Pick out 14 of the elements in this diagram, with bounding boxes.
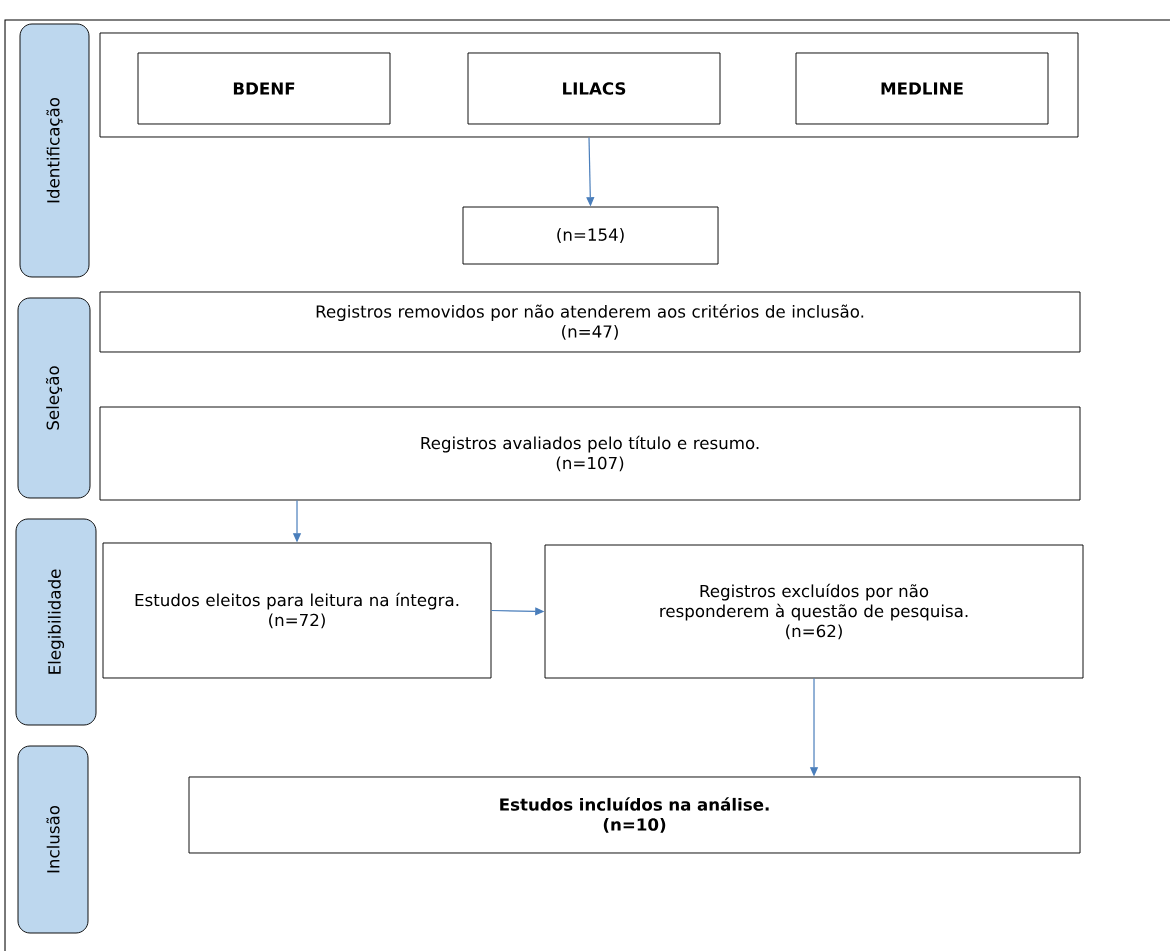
stage-label: Elegibilidade <box>15 518 97 726</box>
process-box: Estudos eleitos para leitura na íntegra. (n=72) <box>102 542 492 679</box>
stage-label: Seleção <box>17 297 91 499</box>
process-box: Estudos incluídos na análise. (n=10) <box>188 776 1081 854</box>
group-box <box>99 32 1079 138</box>
process-box: MEDLINE <box>795 52 1049 125</box>
process-box: Registros excluídos por não responderem à questão de pesquisa. (n=62) <box>544 544 1084 679</box>
process-box: Registros avaliados pelo título e resumo. (n=107) <box>99 406 1081 501</box>
process-box: BDENF <box>137 52 391 125</box>
stage-label: Inclusão <box>17 745 89 934</box>
process-box: Registros removidos por não atenderem aos critérios de inclusão. (n=47) <box>99 291 1081 353</box>
stage-label: Identificação <box>19 23 90 278</box>
process-box: (n=154) <box>462 206 719 265</box>
process-box: LILACS <box>467 52 721 125</box>
